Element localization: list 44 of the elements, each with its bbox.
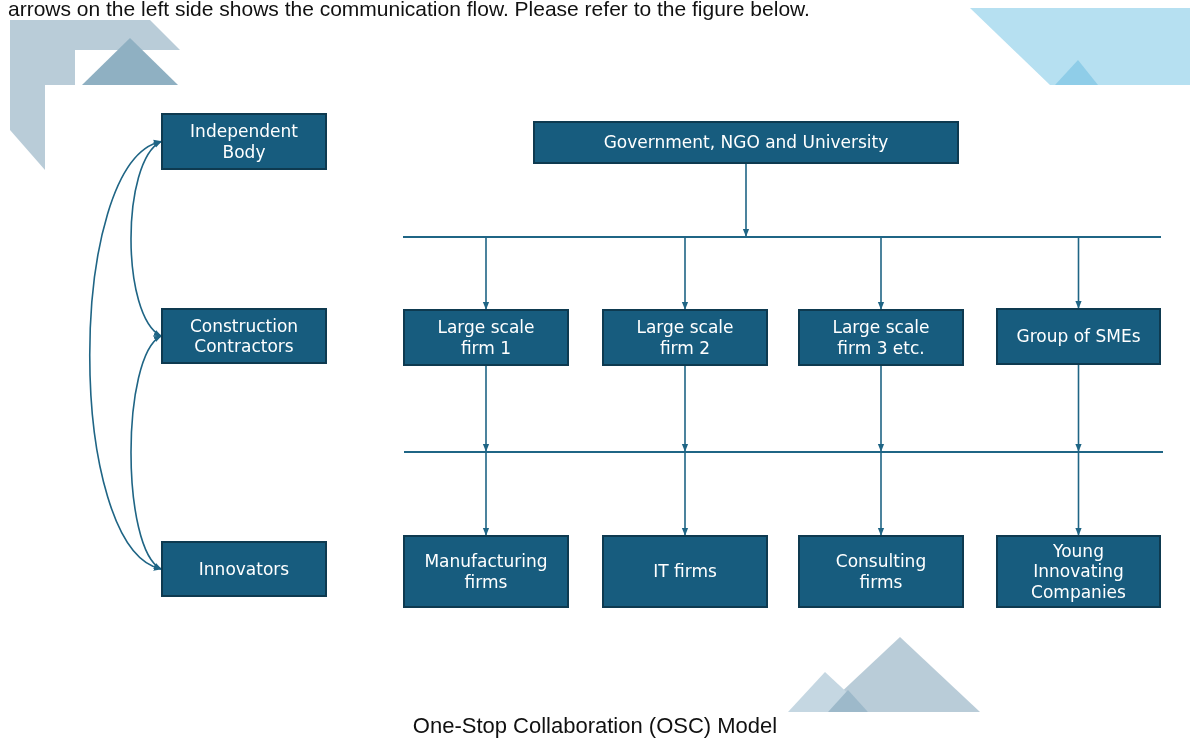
box-label: Large scale firm 3 etc.: [831, 317, 931, 358]
arrow: [877, 452, 885, 536]
box-label: IT firms: [653, 561, 717, 582]
note-text: arrows on the left side shows the communication flow. Please refer to the figure below.: [8, 0, 810, 21]
arrow: [88, 140, 162, 570]
process-box: [533, 121, 959, 164]
box-label: Young Innovating Companies: [1030, 540, 1127, 603]
box-label: Government, NGO and University: [603, 132, 889, 153]
process-box: [798, 309, 964, 366]
box-label: Construction Contractors: [188, 315, 300, 357]
arrow: [877, 237, 885, 310]
arrow: [482, 237, 490, 310]
arrow: [681, 237, 689, 310]
box-label: Large scale firm 2: [635, 317, 735, 358]
box-label: Large scale firm 1: [436, 317, 536, 358]
process-box: [403, 309, 569, 366]
arrow: [1075, 452, 1082, 536]
arrow: [130, 140, 162, 337]
arrow: [130, 335, 162, 570]
arrow: [1075, 364, 1082, 452]
arrow: [482, 452, 490, 536]
process-box: [996, 308, 1161, 365]
box-label: Consulting firms: [834, 551, 928, 592]
arrow: [681, 365, 689, 452]
arrow: [681, 452, 689, 536]
box-label: Innovators: [198, 558, 290, 580]
process-box: [161, 308, 327, 364]
caption: One-Stop Collaboration (OSC) Model: [411, 713, 779, 739]
process-box: [602, 535, 768, 608]
arrow: [742, 163, 750, 237]
process-box: [996, 535, 1161, 608]
process-box: [403, 535, 569, 608]
arrow: [482, 365, 490, 452]
box-label: Group of SMEs: [1016, 326, 1141, 347]
process-box: [602, 309, 768, 366]
process-box: [161, 541, 327, 597]
box-label: Manufacturing firms: [423, 551, 549, 592]
bus-line: [403, 236, 1161, 238]
arrow: [877, 365, 885, 452]
box-label: Independent Body: [189, 121, 299, 162]
arrow: [1075, 237, 1082, 309]
bus-line: [404, 451, 1163, 453]
process-box: [798, 535, 964, 608]
process-box: [161, 113, 327, 170]
